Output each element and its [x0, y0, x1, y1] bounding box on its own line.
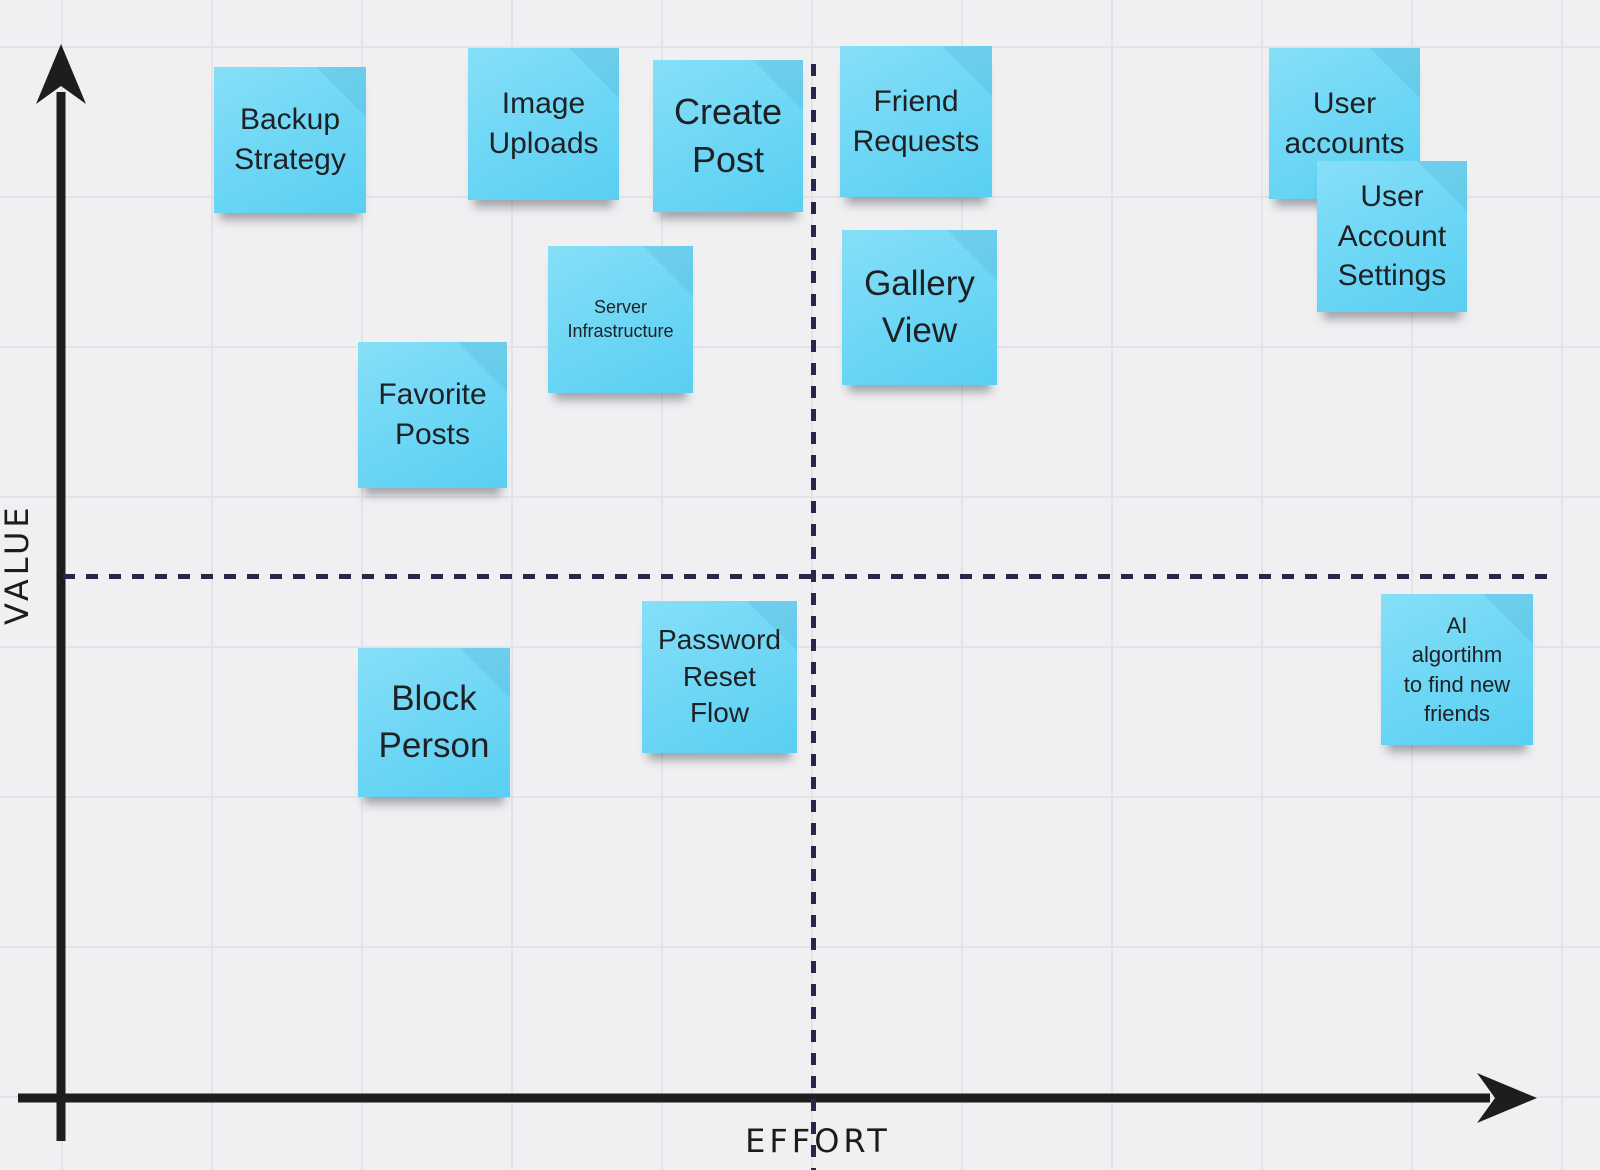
sticky-note-gallery-view[interactable]: Gallery View: [842, 230, 997, 385]
sticky-note-label: Image Uploads: [488, 87, 599, 160]
sticky-note-label: User Account Settings: [1337, 180, 1447, 293]
sticky-note-label: Create Post: [673, 91, 783, 180]
sticky-note-label: User accounts: [1284, 86, 1405, 160]
sticky-note-label: AI algortihm to find new friends: [1403, 613, 1511, 726]
sticky-note-ai-algorithm-find-friends[interactable]: AI algortihm to find new friends: [1381, 594, 1533, 745]
value-axis-label: VALUE: [0, 503, 36, 625]
sticky-note-create-post[interactable]: Create Post: [653, 60, 803, 212]
effort-axis-arrowhead: [1477, 1073, 1537, 1123]
sticky-note-label: Server Infrastructure: [567, 296, 674, 341]
sticky-note-label: Favorite Posts: [378, 378, 487, 451]
effort-divider-dashed-line: [811, 64, 816, 1170]
sticky-note-image-uploads[interactable]: Image Uploads: [468, 48, 619, 200]
effort-axis: [18, 1073, 1537, 1123]
sticky-note-server-infrastructure[interactable]: Server Infrastructure: [548, 246, 693, 393]
sticky-note-block-person[interactable]: Block Person: [358, 648, 510, 797]
sticky-note-backup-strategy[interactable]: Backup Strategy: [214, 67, 366, 213]
sticky-note-favorite-posts[interactable]: Favorite Posts: [358, 342, 507, 488]
value-divider-dashed-line: [63, 574, 1558, 579]
sticky-note-friend-requests[interactable]: Friend Requests: [840, 46, 992, 197]
effort-axis-label: EFFORT: [745, 1122, 891, 1160]
sticky-note-password-reset-flow[interactable]: Password Reset Flow: [642, 601, 797, 753]
value-axis-arrowhead: [36, 44, 86, 104]
sticky-note-label: Friend Requests: [852, 84, 980, 158]
sticky-note-label: Password Reset Flow: [658, 623, 781, 729]
sticky-note-label: Gallery View: [864, 264, 975, 350]
sticky-note-label: Block Person: [378, 679, 490, 765]
sticky-note-label: Backup Strategy: [234, 103, 346, 176]
value-axis: [36, 44, 86, 1141]
sticky-note-user-account-settings[interactable]: User Account Settings: [1317, 161, 1467, 312]
